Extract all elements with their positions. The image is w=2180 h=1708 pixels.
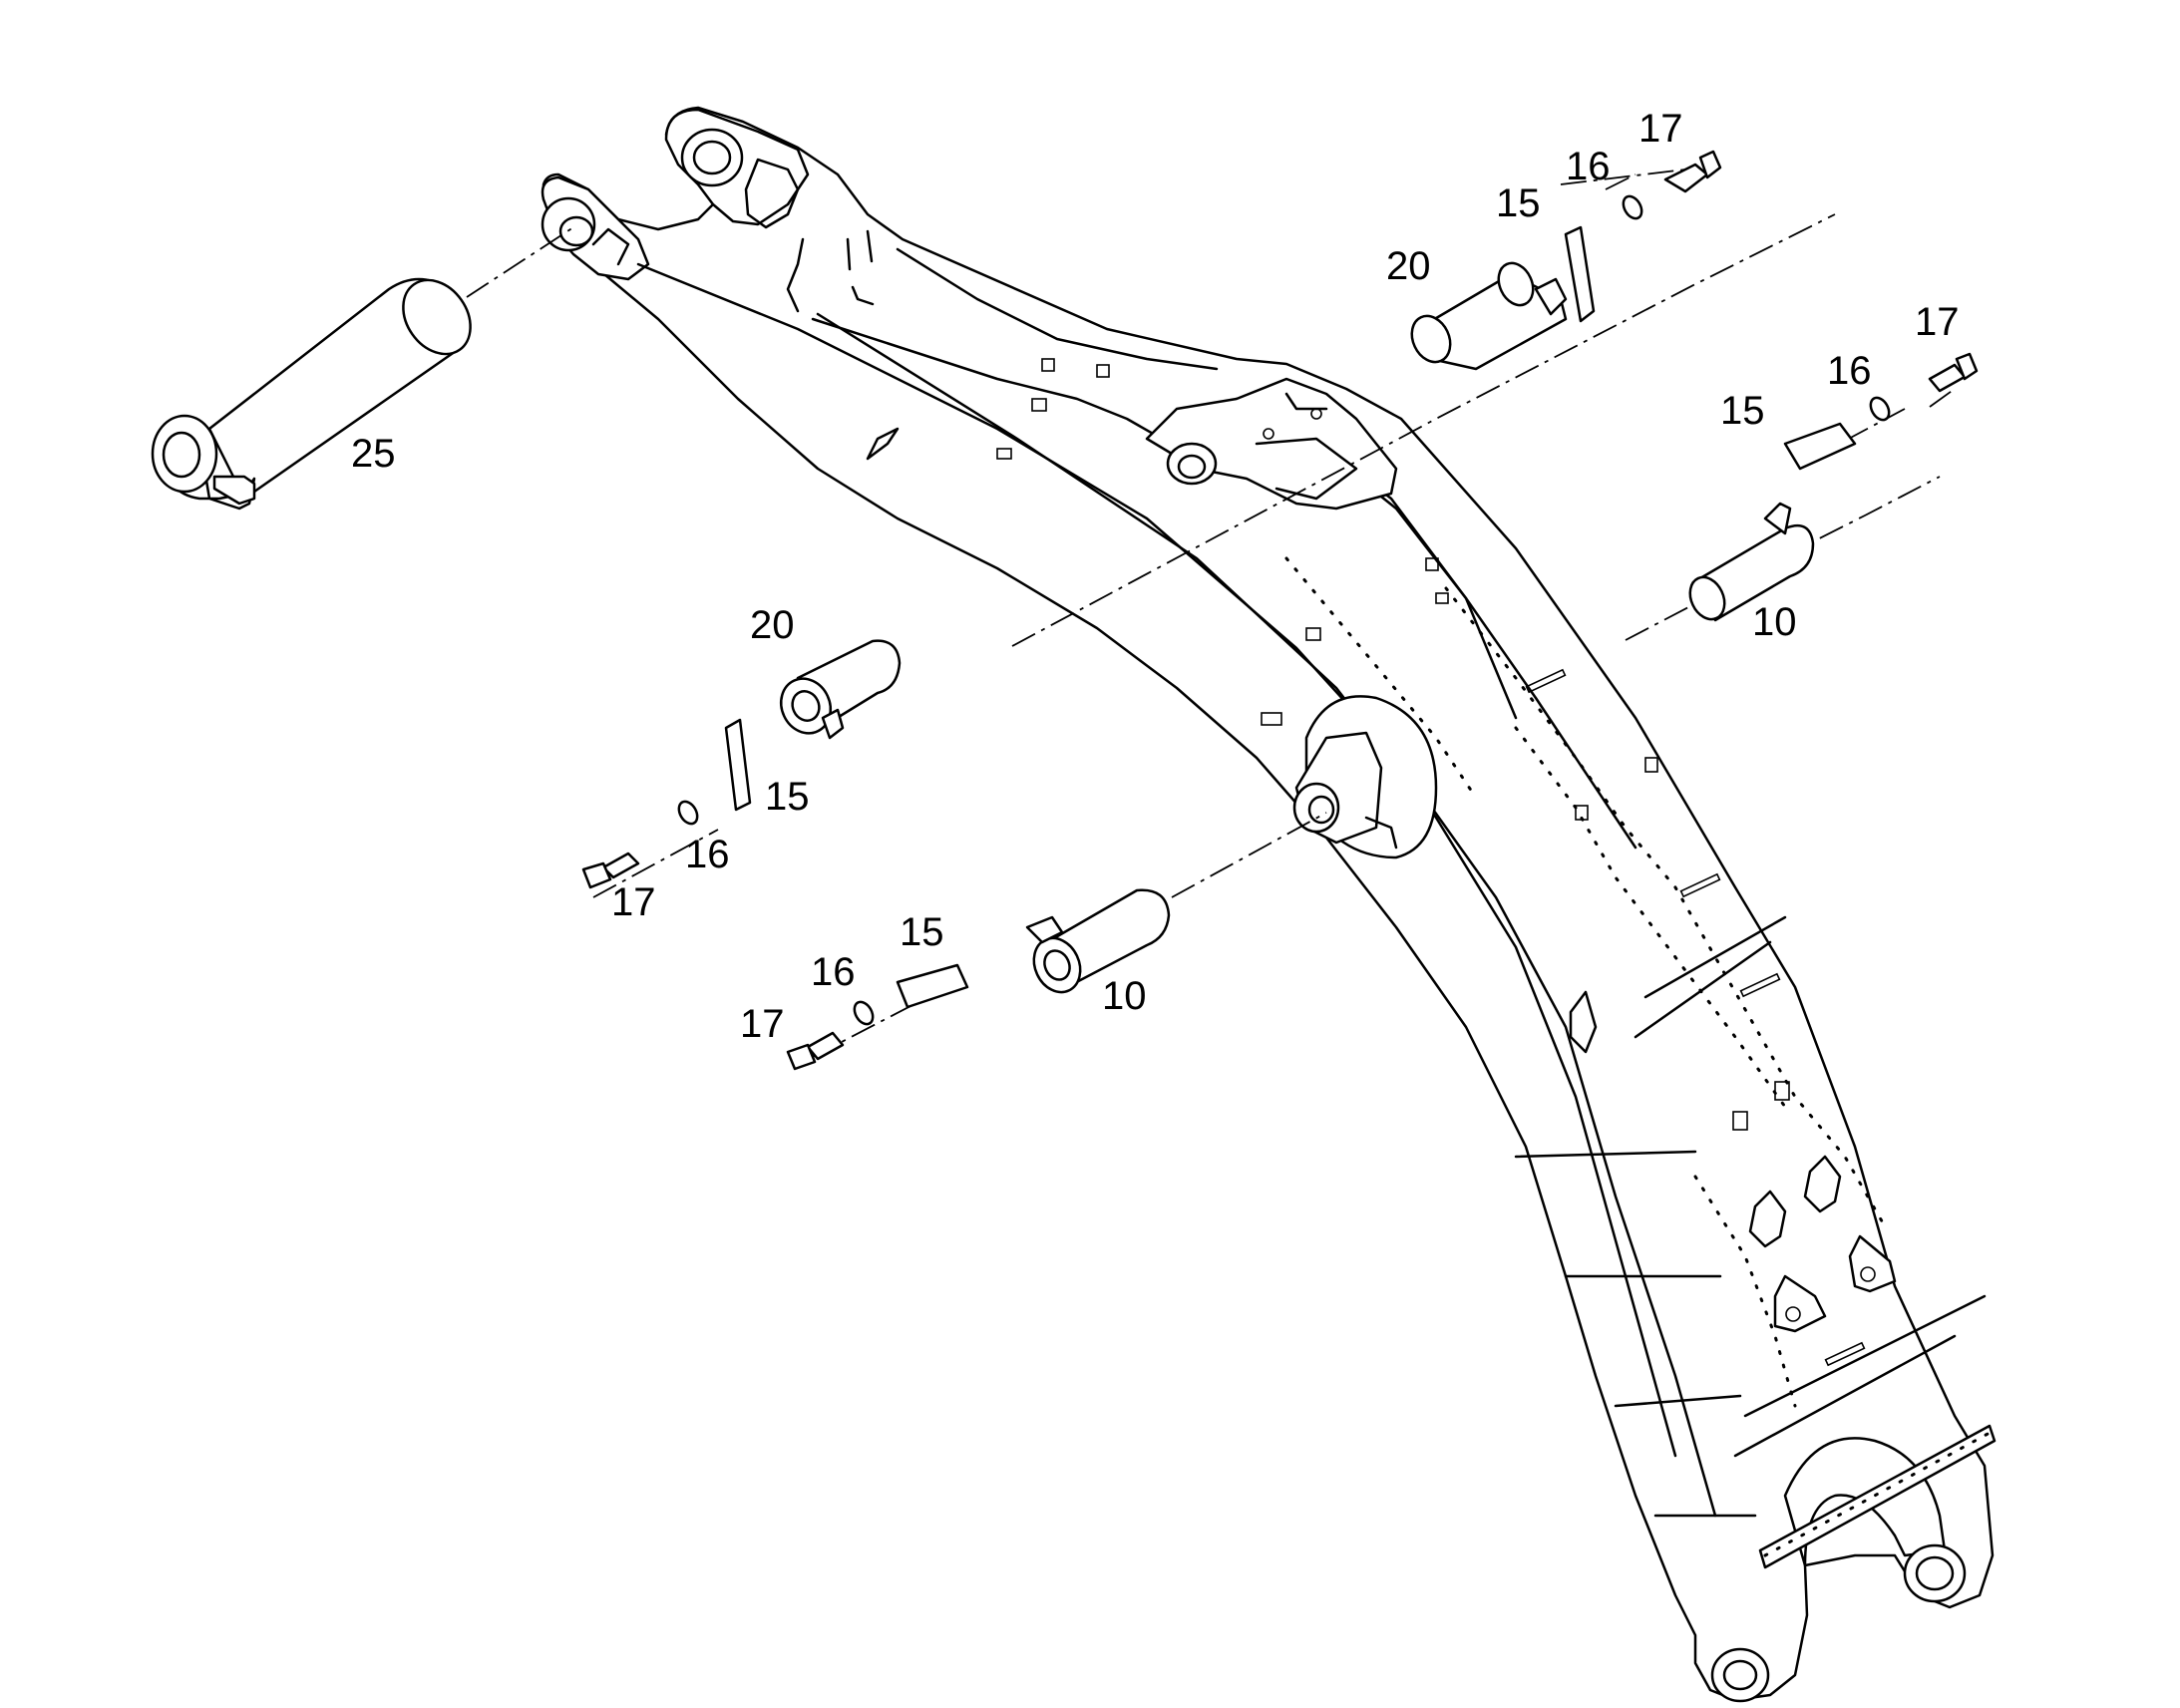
label-10-lower: 10 bbox=[1102, 974, 1147, 1018]
label-25: 25 bbox=[351, 432, 396, 476]
boom-foot-fork bbox=[1710, 1424, 1997, 1703]
label-16-b: 16 bbox=[1827, 349, 1872, 393]
label-16-d: 16 bbox=[811, 950, 856, 994]
label-17-c: 17 bbox=[611, 880, 656, 924]
label-20-upper: 20 bbox=[1386, 244, 1431, 288]
washer-16-a bbox=[1622, 194, 1643, 220]
plate-15-a bbox=[1564, 225, 1596, 323]
washer-16-d bbox=[853, 1000, 875, 1026]
pin-10-lower bbox=[1025, 888, 1171, 994]
label-15-c: 15 bbox=[765, 775, 810, 819]
boom-head-fork bbox=[541, 108, 810, 281]
bolt-17-b bbox=[1928, 352, 1979, 393]
label-15-a: 15 bbox=[1496, 181, 1541, 225]
label-16-a: 16 bbox=[1566, 145, 1611, 188]
boom-outline bbox=[542, 106, 1995, 1702]
plate-15-d bbox=[896, 963, 969, 1009]
label-15-b: 15 bbox=[1720, 389, 1765, 433]
pin-20-lower bbox=[779, 639, 902, 740]
plate-15-c bbox=[724, 718, 752, 812]
pin-10-right bbox=[1688, 502, 1815, 622]
pin-25 bbox=[151, 277, 472, 511]
boom-structure bbox=[541, 106, 1997, 1703]
boom-brackets bbox=[851, 285, 1897, 1367]
label-17-b: 17 bbox=[1915, 300, 1960, 344]
washer-16-c bbox=[677, 800, 699, 826]
label-20-lower: 20 bbox=[750, 603, 795, 647]
plate-15-b bbox=[1783, 422, 1857, 471]
label-17-a: 17 bbox=[1638, 107, 1683, 151]
bolt-17-d bbox=[786, 1031, 845, 1071]
label-16-c: 16 bbox=[685, 833, 730, 876]
part-labels: 25 20 15 16 17 15 16 17 10 20 15 16 17 1… bbox=[351, 107, 1960, 1046]
pin-20-upper bbox=[1410, 261, 1568, 371]
label-10-right: 10 bbox=[1752, 600, 1797, 644]
mid-cylinder-boss bbox=[1292, 695, 1438, 859]
label-15-d: 15 bbox=[900, 910, 944, 954]
washer-16-b bbox=[1869, 396, 1891, 422]
label-17-d: 17 bbox=[740, 1002, 785, 1046]
bolt-17-a bbox=[1663, 150, 1722, 193]
bolt-17-c bbox=[581, 852, 640, 889]
